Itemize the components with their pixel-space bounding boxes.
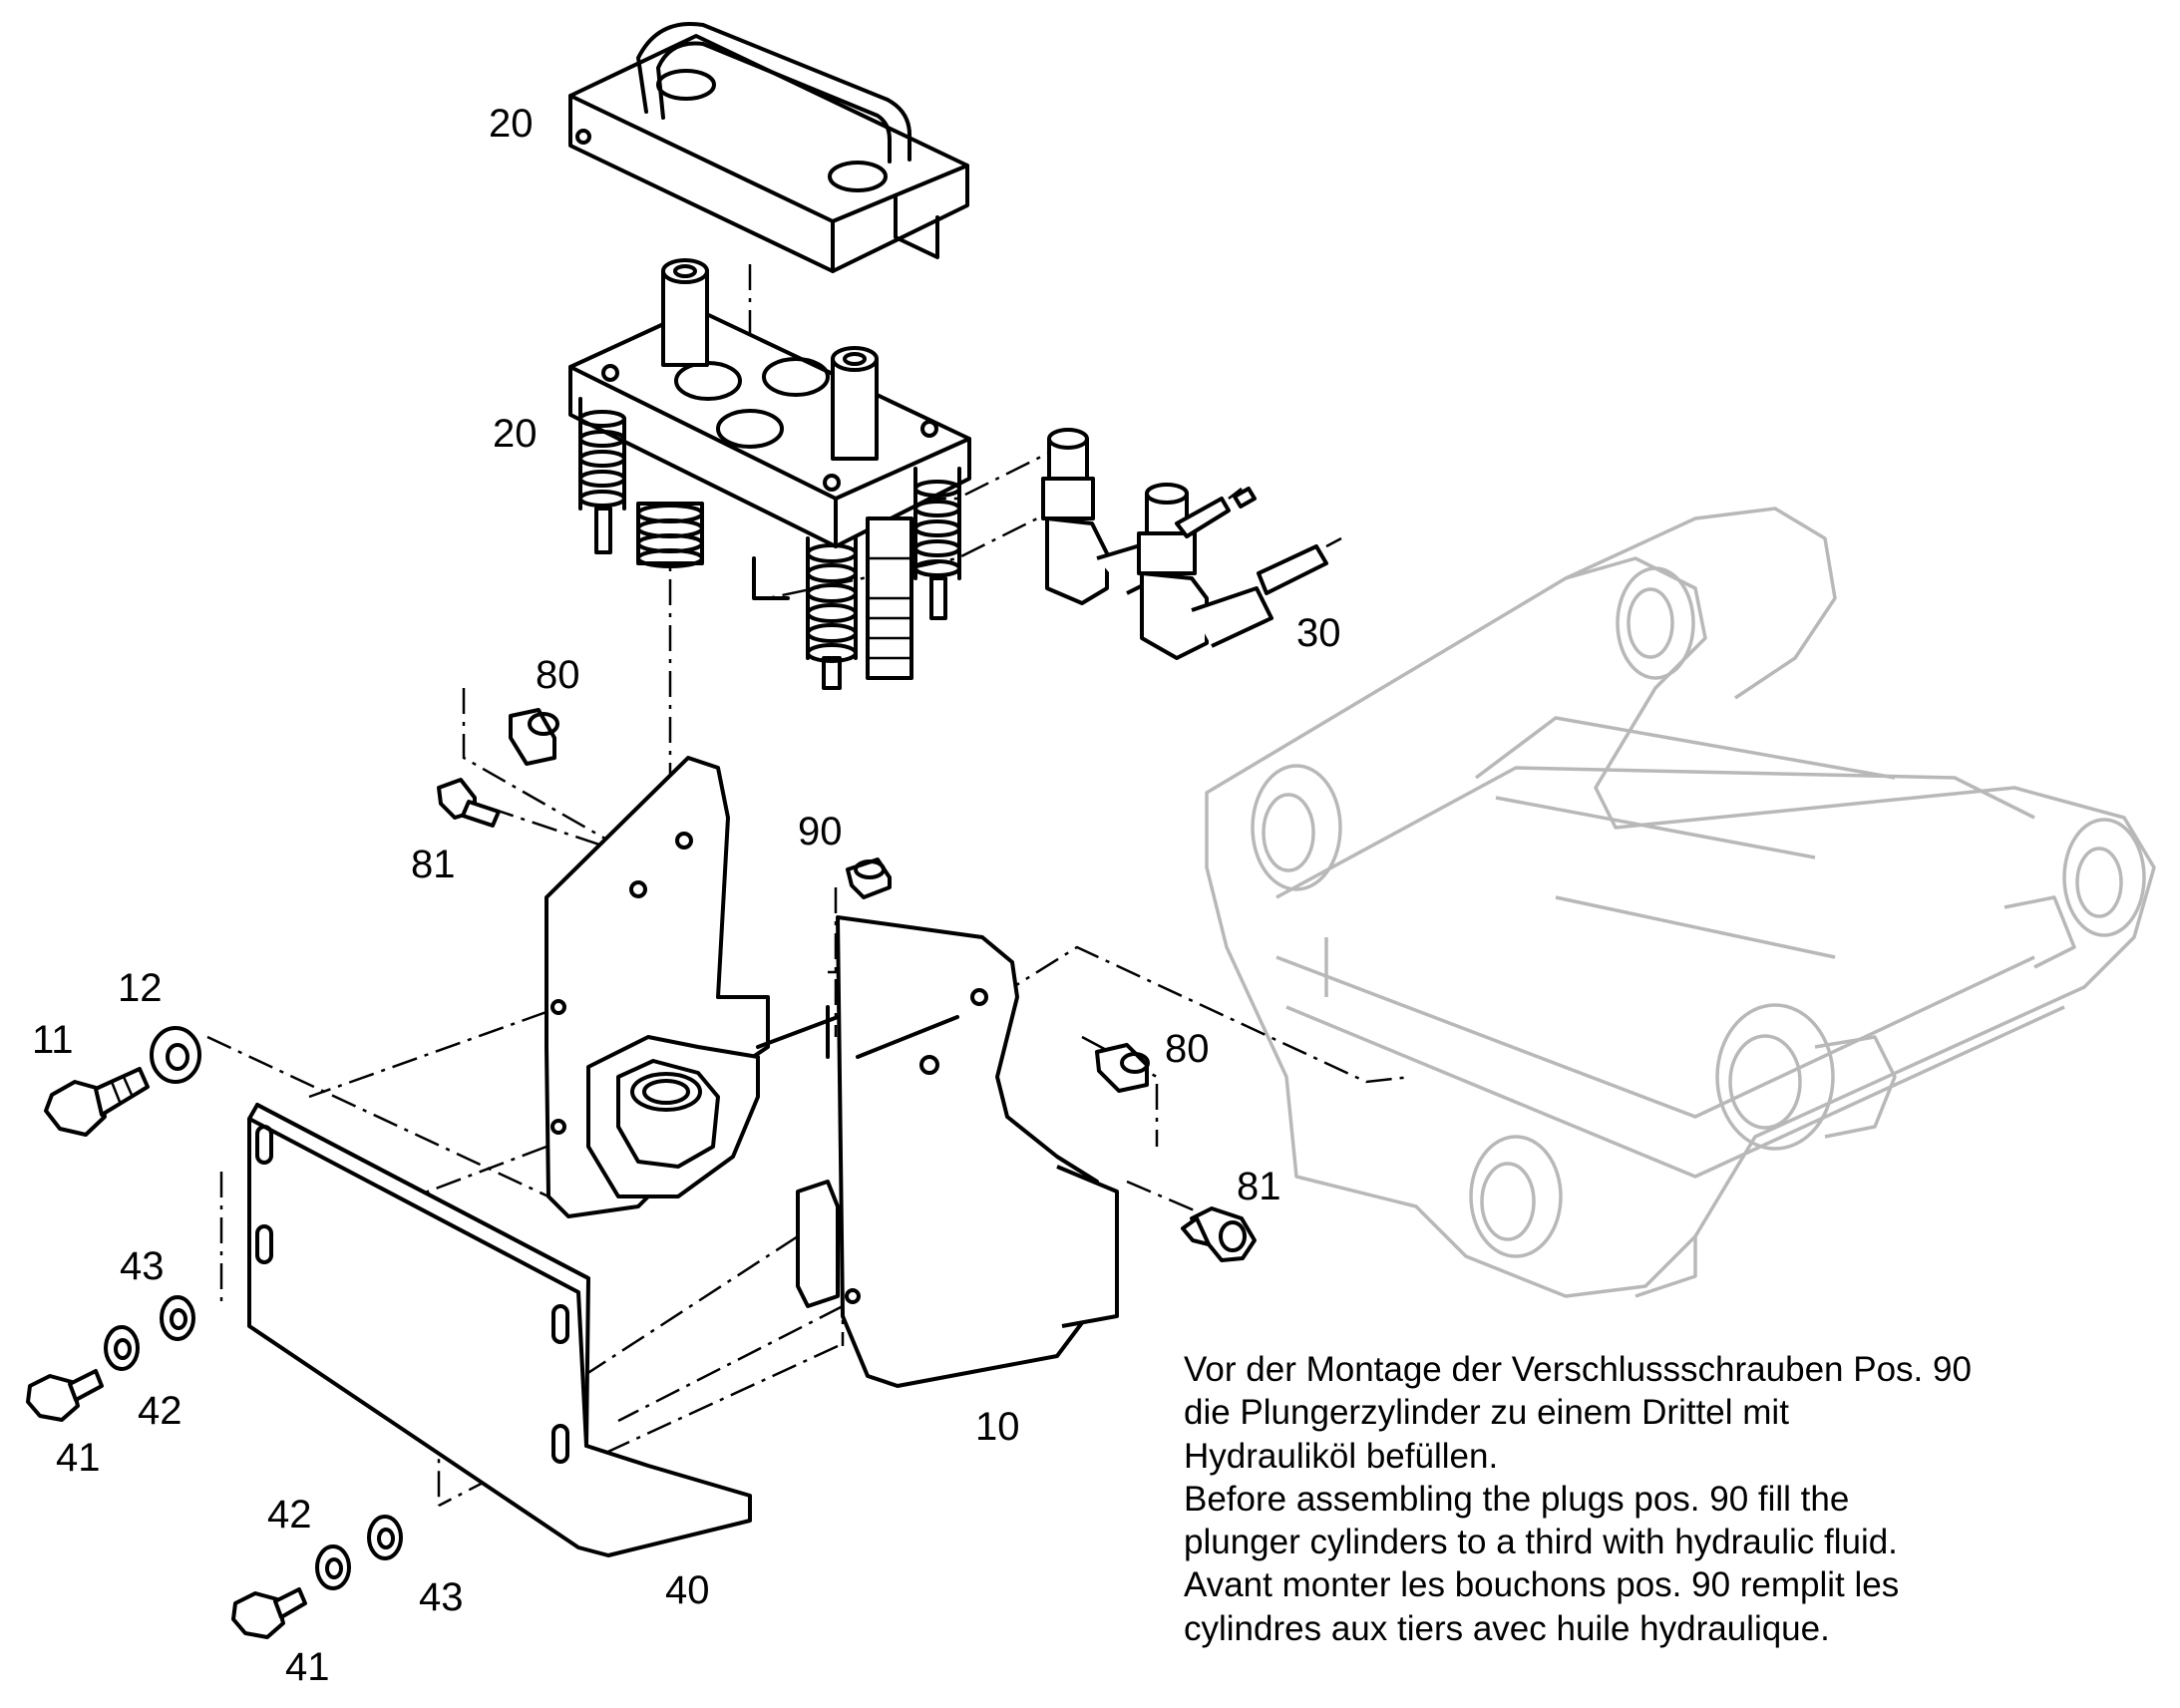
spring-right xyxy=(913,467,961,620)
label-43-bottom: 43 xyxy=(419,1575,464,1619)
plug-80-right xyxy=(1095,1043,1150,1093)
label-43-left: 43 xyxy=(120,1244,165,1288)
note-english-line-1: Before assembling the plugs pos. 90 fill… xyxy=(1184,1479,1850,1519)
bracket-10 xyxy=(545,756,1119,1388)
hose-fittings-30 xyxy=(1041,428,1342,660)
label-12: 12 xyxy=(118,966,163,1010)
label-20-middle: 20 xyxy=(493,412,538,456)
label-80-top: 80 xyxy=(536,653,580,697)
bolt-41-bottom xyxy=(231,1587,307,1639)
label-30: 30 xyxy=(1296,611,1341,655)
washer-43-left xyxy=(160,1295,195,1341)
washer-42-bottom xyxy=(315,1544,351,1590)
spring-centre xyxy=(636,502,704,568)
label-10: 10 xyxy=(975,1405,1020,1449)
screw-81-top xyxy=(437,778,501,828)
label-81-right: 81 xyxy=(1237,1165,1281,1208)
washer-12 xyxy=(150,1026,201,1084)
assembly-note: Vor der Montage der Verschlussschrauben … xyxy=(1184,1348,2171,1650)
bolt-41-left xyxy=(26,1369,104,1422)
plug-80-top xyxy=(509,708,559,766)
threaded-stem xyxy=(866,516,913,680)
bolt-11 xyxy=(44,1067,150,1137)
note-french-line-2: cylindres aux tiers avec huile hydrauliq… xyxy=(1184,1608,1830,1648)
label-42-bottom: 42 xyxy=(267,1493,312,1537)
plug-90 xyxy=(846,857,892,899)
note-german-line-1: Vor der Montage der Verschlussschrauben … xyxy=(1184,1350,1972,1389)
label-41-left: 41 xyxy=(56,1436,101,1480)
mounting-plate-40 xyxy=(247,1103,752,1557)
spring-left xyxy=(578,397,626,554)
label-40: 40 xyxy=(665,1568,710,1612)
label-41-bottom: 41 xyxy=(285,1645,330,1689)
label-42-left: 42 xyxy=(138,1389,182,1433)
label-11: 11 xyxy=(32,1018,74,1062)
label-90: 90 xyxy=(798,810,843,854)
note-german-line-3: Hydrauliköl befüllen. xyxy=(1184,1436,1499,1476)
label-80-right: 80 xyxy=(1165,1027,1210,1071)
quick-coupler-ghost xyxy=(1205,507,2156,1298)
screw-81-right xyxy=(1181,1206,1257,1262)
spring-front xyxy=(806,536,858,690)
note-french-line-1: Avant monter les bouchons pos. 90 rempli… xyxy=(1184,1565,1900,1605)
label-20-top: 20 xyxy=(489,102,534,146)
washer-42-left xyxy=(104,1325,140,1371)
note-english-line-2: plunger cylinders to a third with hydrau… xyxy=(1184,1523,1898,1562)
label-81-top: 81 xyxy=(411,843,456,886)
valve-block-20 xyxy=(568,258,971,690)
washer-43-bottom xyxy=(367,1515,403,1560)
cover-plate-20 xyxy=(568,22,969,273)
note-german-line-2: die Plungerzylinder zu einem Drittel mit xyxy=(1184,1393,1789,1433)
